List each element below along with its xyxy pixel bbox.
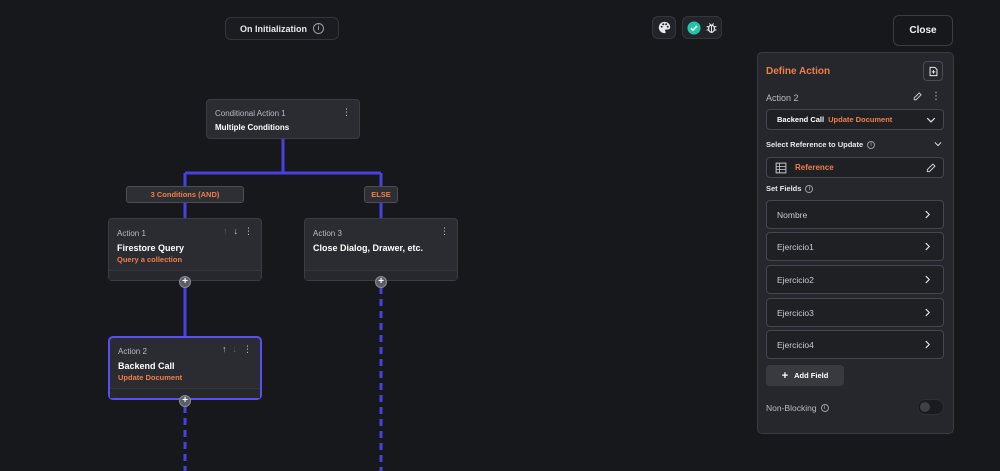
reference-section-label: Select Reference to Update i — [766, 140, 876, 149]
chevron-right-icon — [925, 210, 930, 219]
chevron-right-icon — [925, 242, 930, 251]
move-down-icon[interactable]: ↓ — [232, 344, 238, 354]
palette-button[interactable] — [652, 16, 676, 39]
info-icon[interactable]: i — [820, 404, 829, 412]
table-icon — [775, 162, 787, 173]
more-icon[interactable]: ⋮ — [440, 226, 449, 236]
trigger-label: On Initialization — [240, 23, 307, 34]
plus-icon: + — [781, 369, 789, 382]
chevron-right-icon — [925, 340, 930, 349]
conditional-action-node[interactable]: Conditional Action 1 Multiple Conditions… — [206, 99, 360, 139]
more-icon[interactable]: ⋮ — [342, 107, 351, 117]
more-icon[interactable]: ⋮ — [243, 344, 252, 354]
set-fields-text: Set Fields — [766, 184, 802, 193]
action-3-node[interactable]: Action 3 Close Dialog, Drawer, etc. ⋮ — [304, 218, 458, 281]
action-label: Action 2 — [766, 93, 799, 103]
field-row-ejercicio3[interactable]: Ejercicio3 — [766, 298, 944, 327]
field-name: Nombre — [777, 209, 808, 220]
add-action-button[interactable]: + — [179, 395, 191, 407]
more-icon[interactable]: ⋮ — [244, 226, 253, 236]
field-row-ejercicio2[interactable]: Ejercicio2 — [766, 265, 944, 294]
info-icon[interactable]: i — [867, 140, 876, 149]
node-label: Action 3 — [313, 229, 342, 238]
field-name: Ejercicio1 — [777, 241, 814, 252]
panel-title: Define Action — [766, 66, 831, 77]
action-type-sub: Update Document — [828, 115, 893, 124]
field-name: Ejercicio3 — [777, 307, 814, 318]
close-button-label: Close — [909, 25, 937, 36]
node-footer — [109, 270, 261, 280]
conditions-branch-pill[interactable]: 3 Conditions (AND) — [126, 186, 244, 203]
node-title: Close Dialog, Drawer, etc. — [313, 243, 424, 253]
check-circle-icon — [686, 20, 701, 35]
chevron-right-icon — [925, 308, 930, 317]
field-row-nombre[interactable]: Nombre — [766, 200, 944, 229]
chevron-down-icon — [926, 117, 936, 123]
edit-icon[interactable] — [926, 162, 937, 173]
palette-icon — [658, 21, 670, 34]
node-label: Conditional Action 1 — [215, 109, 286, 118]
add-note-button[interactable] — [923, 61, 943, 81]
more-icon[interactable]: ⋮ — [931, 91, 941, 102]
action-type-main: Backend Call — [777, 115, 825, 124]
add-field-label: Add Field — [794, 371, 829, 380]
move-up-icon[interactable]: ↑ — [222, 344, 227, 354]
edit-icon[interactable] — [913, 91, 923, 101]
conditions-branch-label: 3 Conditions (AND) — [150, 190, 220, 199]
field-name: Ejercicio2 — [777, 274, 814, 285]
info-icon[interactable]: i — [313, 23, 324, 34]
add-action-button[interactable]: + — [375, 276, 387, 288]
add-note-icon — [929, 66, 937, 76]
reference-selector[interactable]: Reference — [766, 157, 944, 178]
set-fields-label: Set Fields i — [766, 184, 814, 193]
reference-section-text: Select Reference to Update — [766, 140, 864, 149]
action-type-dropdown[interactable]: Backend Call Update Document — [766, 109, 944, 130]
reference-value: Reference — [795, 163, 834, 172]
non-blocking-label: Non-Blocking i — [766, 403, 829, 413]
field-row-ejercicio1[interactable]: Ejercicio1 — [766, 232, 944, 261]
node-label: Action 2 — [118, 347, 147, 356]
non-blocking-text: Non-Blocking — [766, 403, 817, 413]
chevron-down-icon[interactable] — [933, 139, 943, 149]
non-blocking-toggle[interactable] — [917, 399, 944, 415]
trigger-pill[interactable]: On Initialization i — [225, 17, 339, 40]
info-icon[interactable]: i — [805, 184, 814, 193]
add-action-button[interactable]: + — [179, 276, 191, 288]
validate-debug-button[interactable] — [682, 16, 722, 39]
node-subtitle: Query a collection — [117, 255, 183, 264]
node-title: Firestore Query — [117, 243, 185, 253]
else-branch-label: ELSE — [371, 190, 391, 199]
node-footer — [110, 388, 260, 398]
move-up-icon[interactable]: ↑ — [223, 226, 228, 236]
define-action-panel: Define Action Action 2 ⋮ Backend Call Up… — [757, 52, 954, 434]
else-branch-pill[interactable]: ELSE — [364, 186, 398, 203]
node-title: Backend Call — [118, 361, 175, 371]
action-1-node[interactable]: Action 1 Firestore Query Query a collect… — [108, 218, 262, 281]
close-button[interactable]: Close — [893, 15, 953, 46]
chevron-right-icon — [925, 275, 930, 284]
add-field-button[interactable]: + Add Field — [766, 365, 844, 386]
node-label: Action 1 — [117, 229, 146, 238]
field-row-ejercicio4[interactable]: Ejercicio4 — [766, 330, 944, 359]
toggle-knob — [920, 402, 930, 412]
field-name: Ejercicio4 — [777, 339, 814, 350]
node-subtitle: Update Document — [118, 373, 183, 382]
node-footer — [305, 270, 457, 280]
node-title: Multiple Conditions — [215, 123, 290, 132]
move-down-icon[interactable]: ↓ — [233, 226, 239, 236]
action-2-node[interactable]: Action 2 Backend Call Update Document ↑ … — [108, 336, 262, 400]
bug-icon — [706, 23, 716, 33]
